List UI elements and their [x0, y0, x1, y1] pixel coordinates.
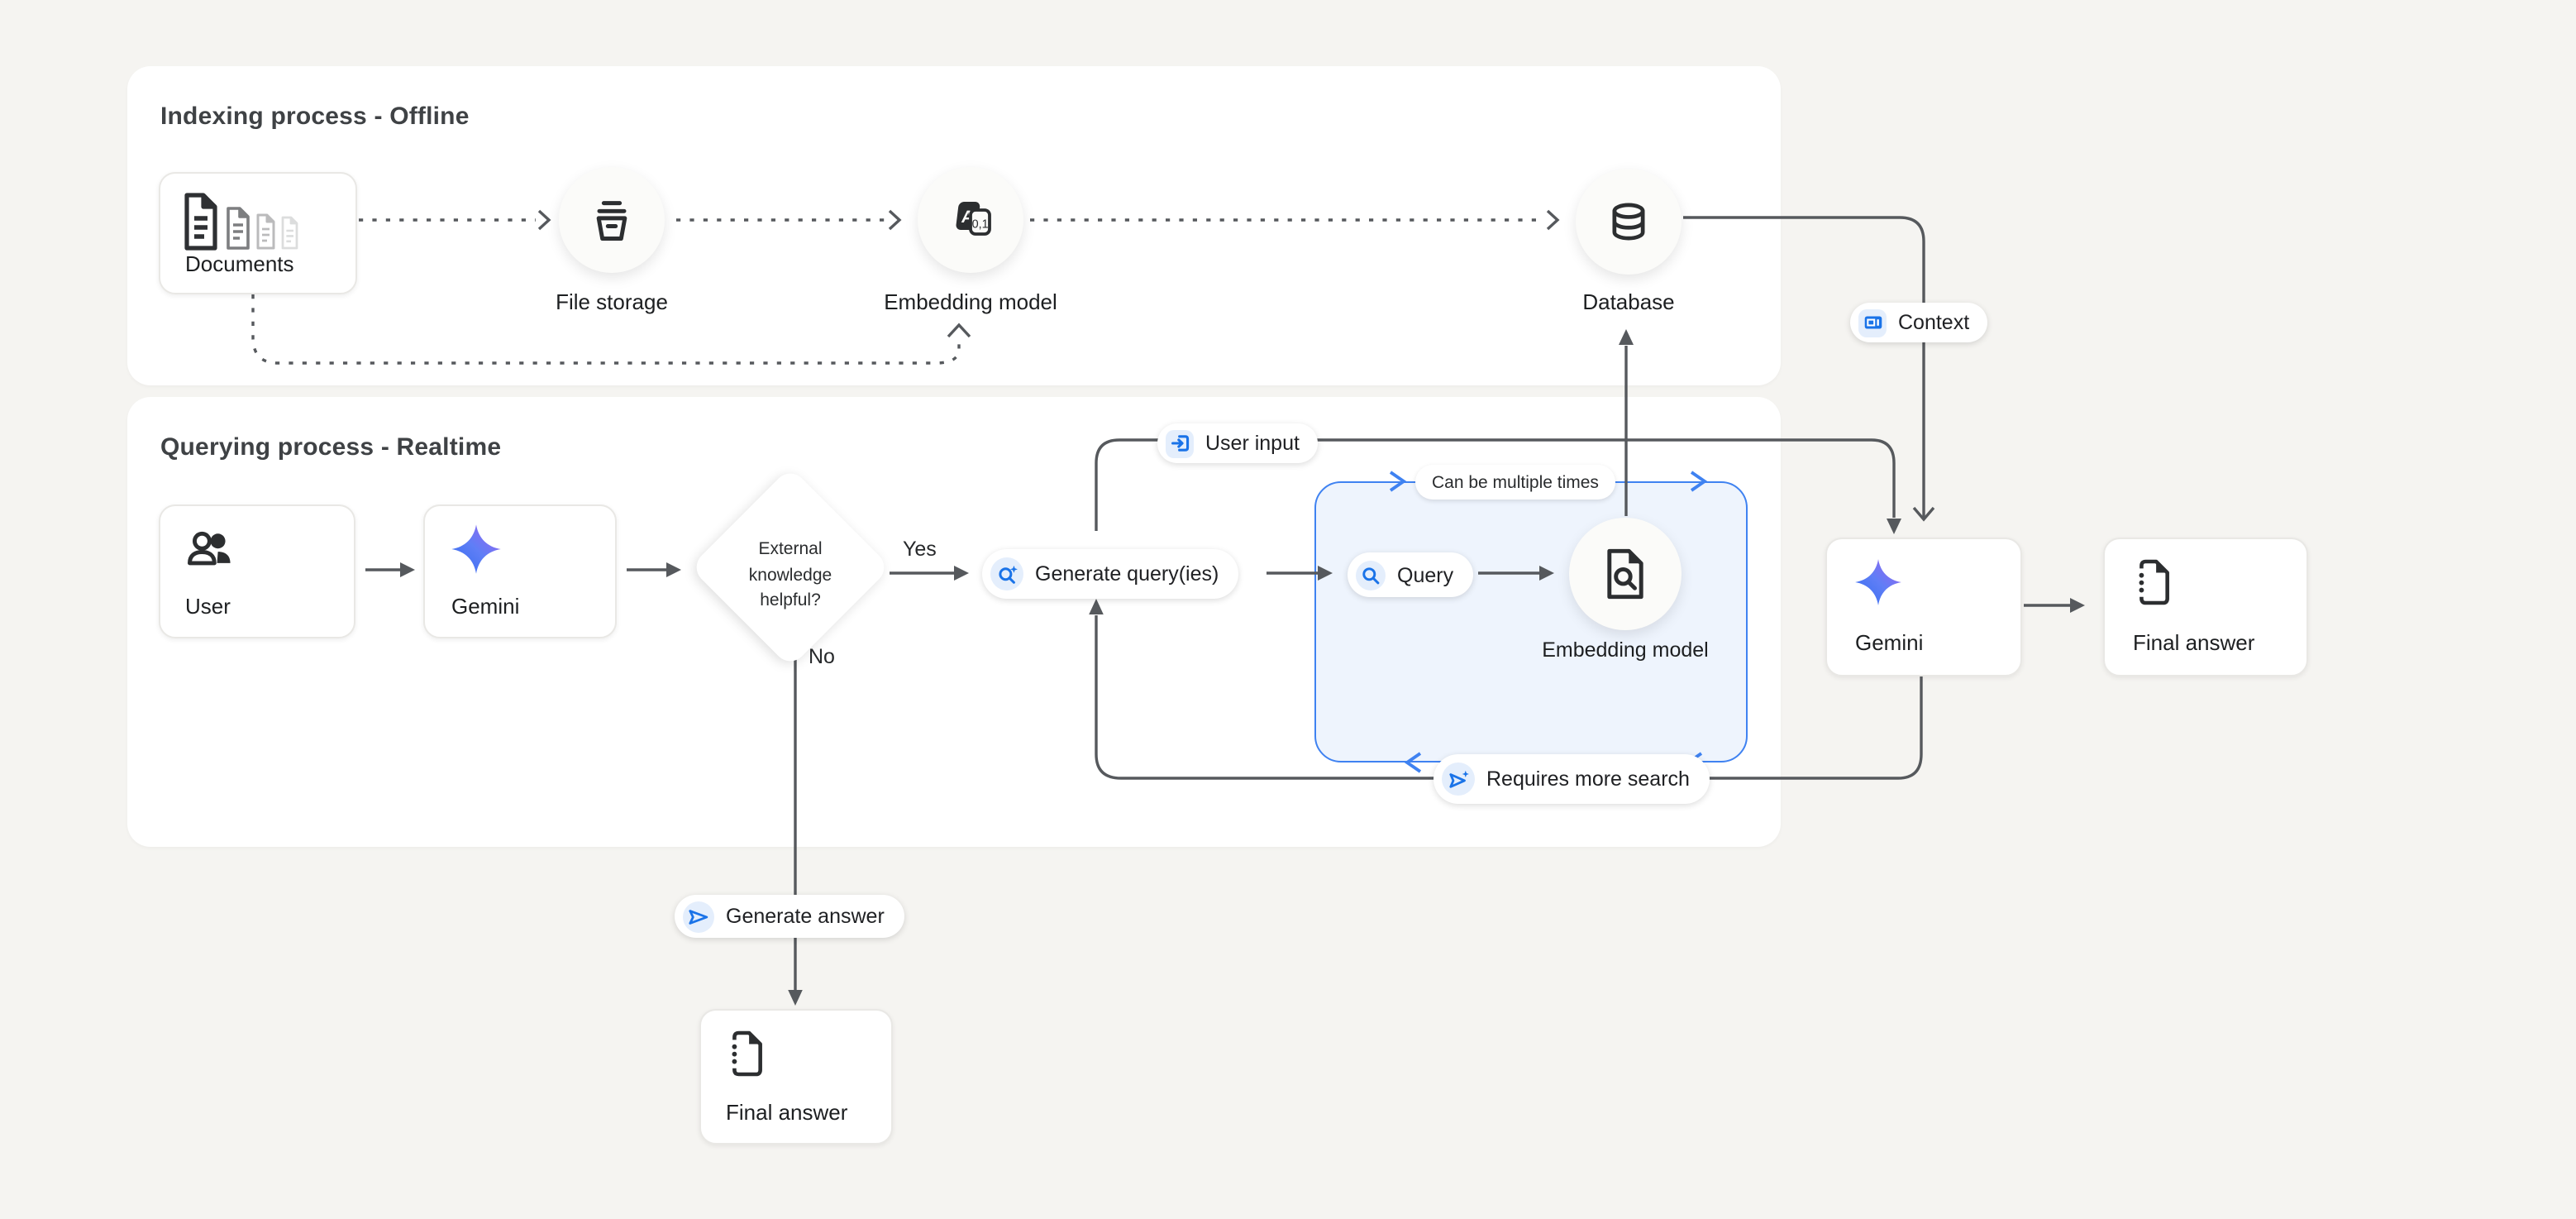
- context-panel-icon: [1858, 308, 1887, 337]
- send-spark-icon: [1442, 762, 1475, 796]
- embedding-model-online-node: [1569, 518, 1682, 630]
- indexing-panel-title: Indexing process - Offline: [160, 103, 470, 131]
- loop-direction-arrows: [1389, 471, 1708, 773]
- answer-document-icon: [732, 1030, 762, 1077]
- documents-label: Documents: [185, 251, 294, 276]
- requires-more-search-label: Requires more search: [1486, 767, 1690, 791]
- edge-userinput-gemini: [1095, 438, 1896, 531]
- retrieval-loop-box: [1314, 481, 1748, 762]
- user-input-pill: User input: [1157, 423, 1318, 463]
- login-icon: [1166, 429, 1194, 457]
- final-answer-bottom-label: Final answer: [726, 1100, 848, 1125]
- context-label: Context: [1898, 311, 1970, 334]
- user-label: User: [185, 594, 231, 619]
- user-card: User: [159, 504, 355, 638]
- database-label: Database: [1582, 289, 1675, 314]
- user-input-label: User input: [1205, 432, 1300, 455]
- database-node: [1576, 169, 1682, 275]
- translate-a01-icon: A 0,1: [956, 202, 991, 236]
- final-answer-bottom-card: Final answer: [699, 1009, 893, 1145]
- embedding-model-offline-node: A 0,1: [918, 167, 1023, 273]
- database-cylinder-icon: [1612, 203, 1645, 241]
- svg-text:0,1: 0,1: [972, 218, 989, 231]
- decision-line-1: External: [758, 539, 823, 559]
- search-spark-icon: [990, 557, 1023, 590]
- can-be-multiple-times-pill: Can be multiple times: [1415, 465, 1615, 500]
- embedding-model-online-label: Embedding model: [1542, 638, 1709, 662]
- storage-bucket-icon: [596, 201, 627, 241]
- final-answer-right-label: Final answer: [2133, 630, 2255, 655]
- decision-line-2: knowledge: [748, 565, 832, 585]
- can-be-multiple-times-label: Can be multiple times: [1432, 472, 1599, 492]
- answer-document-icon: [2139, 559, 2169, 605]
- documents-stack-icon: [184, 193, 298, 251]
- gemini-star-icon: [1855, 559, 1901, 605]
- final-answer-right-card: Final answer: [2103, 538, 2308, 676]
- people-icon: [188, 531, 231, 566]
- generate-query-pill: Generate query(ies): [982, 549, 1239, 599]
- search-icon: [1356, 560, 1386, 590]
- context-pill: Context: [1850, 303, 1988, 342]
- generate-answer-label: Generate answer: [726, 905, 885, 928]
- file-storage-node: [559, 167, 665, 273]
- decision-text: External knowledge helpful?: [708, 538, 873, 614]
- query-label: Query: [1397, 563, 1454, 586]
- requires-more-search-pill: Requires more search: [1433, 754, 1710, 804]
- generate-query-label: Generate query(ies): [1035, 562, 1219, 586]
- generate-answer-pill: Generate answer: [675, 895, 904, 938]
- gemini-left-card: Gemini: [423, 504, 617, 638]
- no-edge-label: No: [809, 645, 835, 668]
- decision-line-3: helpful?: [760, 590, 821, 610]
- gemini-left-label: Gemini: [451, 594, 520, 619]
- file-storage-label: File storage: [556, 289, 668, 314]
- gemini-right-card: Gemini: [1825, 538, 2022, 676]
- query-pill: Query: [1348, 552, 1474, 597]
- gemini-star-icon: [451, 524, 501, 574]
- embedding-model-offline-label: Embedding model: [884, 289, 1057, 314]
- file-search-icon: [1607, 548, 1643, 600]
- send-icon: [683, 901, 714, 932]
- yes-edge-label: Yes: [903, 538, 937, 561]
- querying-panel-title: Querying process - Realtime: [160, 433, 502, 461]
- gemini-right-label: Gemini: [1855, 630, 1924, 655]
- edge-database-context-gemini: [1683, 216, 1925, 518]
- documents-card: Documents: [159, 172, 357, 294]
